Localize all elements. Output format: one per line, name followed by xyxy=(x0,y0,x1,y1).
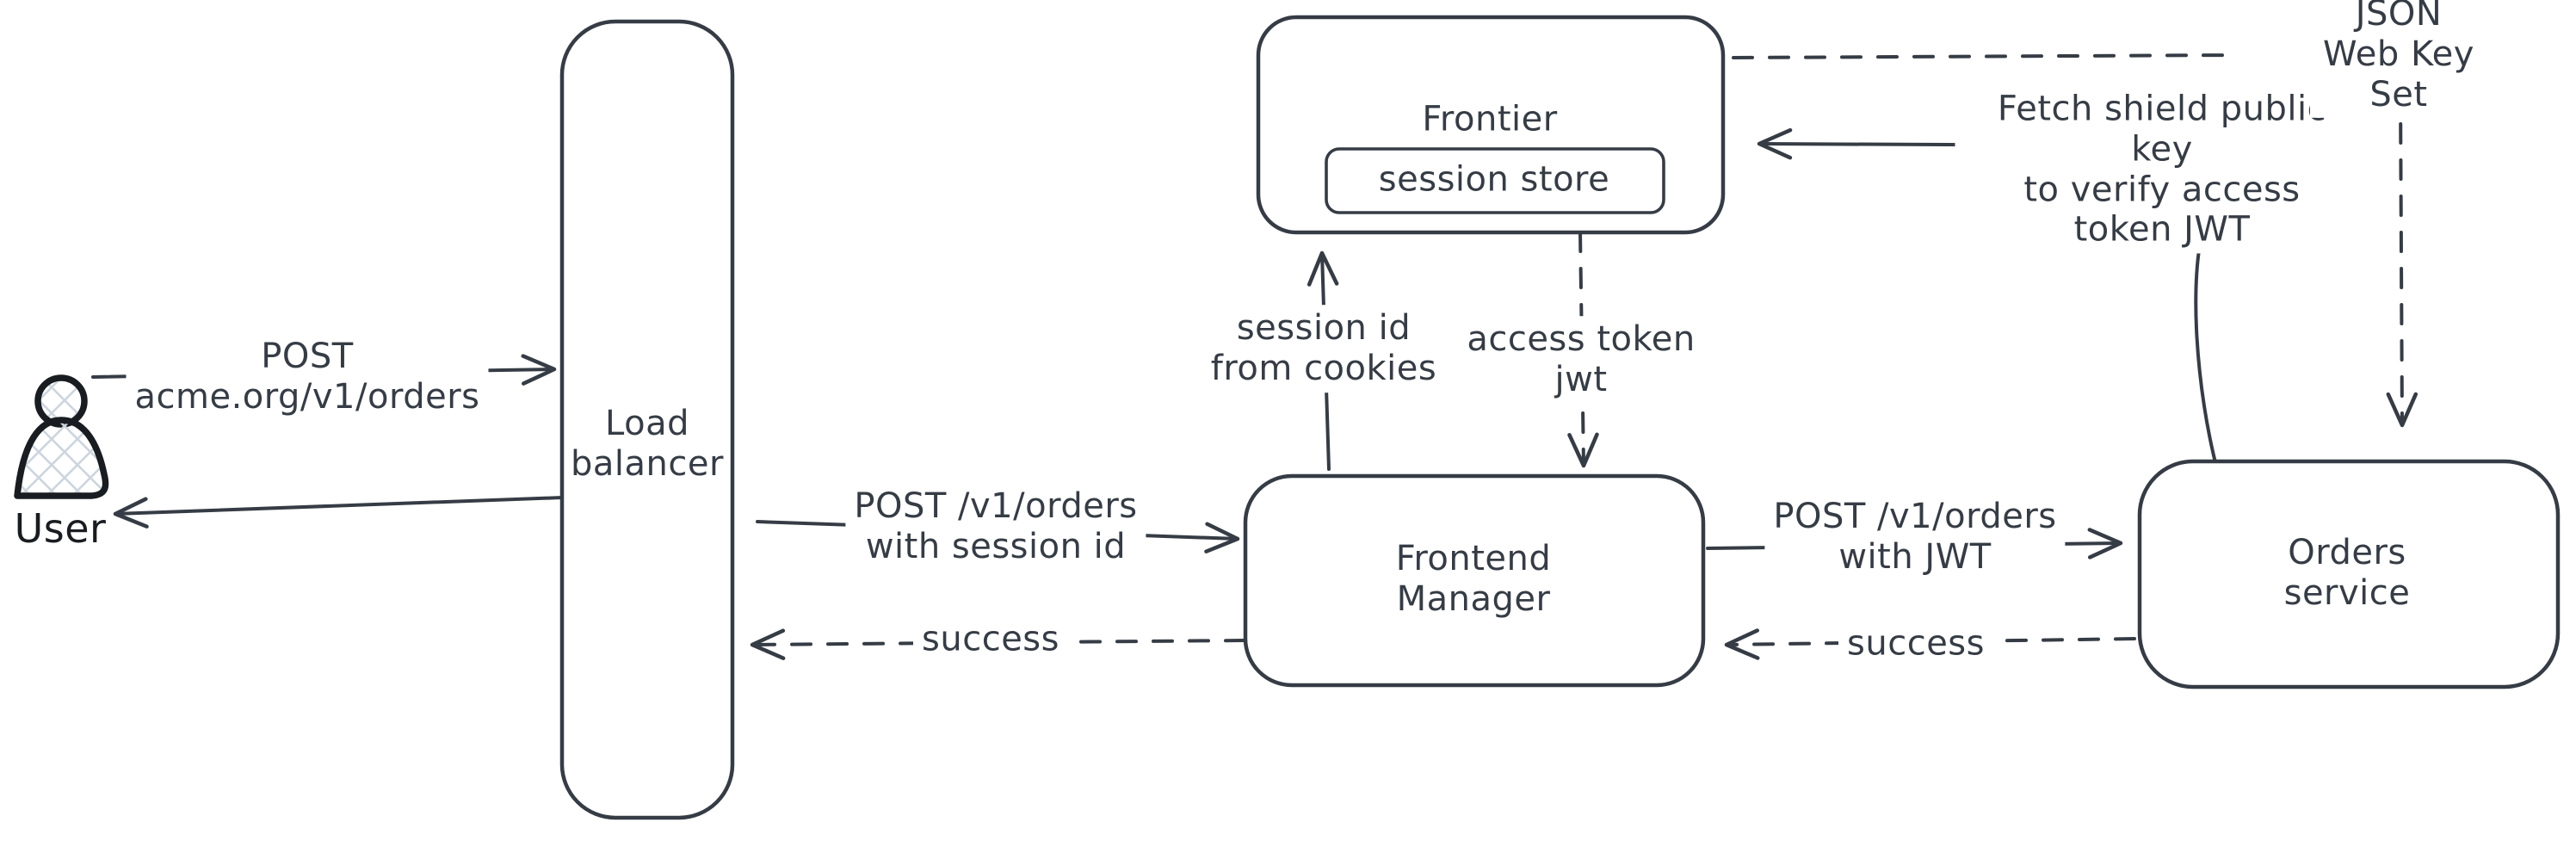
arrow-jwks-to-orders-service xyxy=(2386,86,2418,428)
session-store-label: session store xyxy=(1378,159,1610,200)
edge-label-success-left: success xyxy=(913,615,1068,664)
edge-label-post-acme-orders: POST acme.org/v1/orders xyxy=(126,333,489,421)
arrow-frontend-manager-to-load-balancer-success xyxy=(750,628,1246,660)
load-balancer-label: Load balancer xyxy=(571,404,724,484)
node-session-store xyxy=(1325,147,1665,214)
user-body xyxy=(14,417,109,499)
frontend-manager-label: Frontend Manager xyxy=(1395,539,1552,619)
user-icon xyxy=(14,374,109,499)
orders-service-label: Orders service xyxy=(2283,533,2411,613)
frontier-label: Frontier xyxy=(1422,99,1558,139)
edge-label-post-orders-session-id: POST /v1/orders with session id xyxy=(845,483,1146,571)
edge-label-post-orders-with-jwt: POST /v1/orders with JWT xyxy=(1764,493,2066,581)
edge-label-fetch-shield-public-key: Fetch shield public key to verify access… xyxy=(1955,85,2369,254)
node-load-balancer xyxy=(559,19,735,820)
edge-label-access-token-jwt: access token jwt xyxy=(1458,316,1704,404)
line-frontier-to-jwks xyxy=(1732,53,2236,59)
node-orders-service xyxy=(2137,459,2561,689)
user-label: User xyxy=(14,505,107,553)
edge-label-session-id-from-cookies: session id from cookies xyxy=(1202,305,1446,393)
edge-label-success-right: success xyxy=(1838,620,1993,668)
arrow-orders-service-to-frontend-manager-success xyxy=(1724,628,2136,660)
edge-label-json-web-key-set: JSON Web Key Set xyxy=(2310,0,2487,119)
node-frontend-manager xyxy=(1243,473,1706,688)
arrow-load-balancer-to-user xyxy=(113,496,565,529)
